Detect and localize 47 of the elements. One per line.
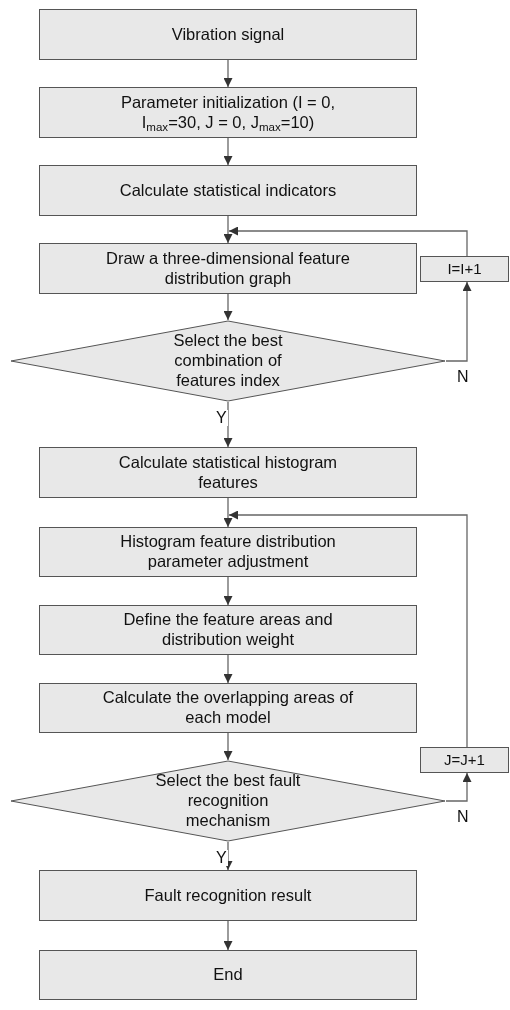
counter-box — [420, 256, 509, 282]
arrow — [223, 497, 233, 528]
process-box — [39, 683, 417, 733]
node-text: Select the best fault recognition mechanism — [154, 771, 302, 831]
process-box — [39, 950, 417, 1000]
process-box — [39, 165, 417, 216]
arrow — [223, 293, 233, 321]
process-box — [39, 87, 417, 138]
arrow — [223, 732, 233, 761]
process-box — [39, 243, 417, 294]
node-text: I=I+1 — [447, 260, 482, 278]
arrow — [445, 772, 472, 802]
decision-diamond — [10, 760, 446, 842]
node-text: Calculate statistical indicators — [119, 180, 337, 201]
node-text: Vibration signal — [171, 24, 285, 45]
arrow — [445, 281, 472, 362]
arrow — [223, 920, 233, 951]
arrow — [223, 215, 233, 244]
node-text: Parameter initialization (I = 0, I$_{max}$=30, J = 0, J$_{max}$=10) — [119, 92, 337, 133]
edge-label: N — [456, 369, 470, 385]
edge-label: Y — [215, 410, 228, 426]
arrow — [223, 841, 233, 871]
process-box — [39, 870, 417, 921]
node-text: J=J+1 — [444, 751, 485, 769]
node-text: Select the best combination of features index — [172, 331, 284, 391]
node-text: Calculate statistical histogram features — [117, 452, 339, 493]
counter-box — [420, 747, 509, 773]
arrow — [228, 226, 468, 257]
process-box — [39, 447, 417, 498]
node-text: Fault recognition result — [144, 885, 312, 906]
node-text: Define the feature areas and distribution weight — [122, 610, 334, 650]
arrow — [223, 654, 233, 684]
process-box — [39, 605, 417, 655]
node-text: Histogram feature distribution parameter adjustment — [119, 532, 337, 572]
node-text: End — [213, 965, 243, 985]
edge-label: Y — [215, 850, 228, 866]
process-box — [39, 527, 417, 577]
arrow — [228, 510, 468, 748]
arrow — [223, 576, 233, 606]
decision-diamond — [10, 320, 446, 402]
arrow — [223, 59, 233, 88]
arrow — [223, 401, 233, 448]
arrow — [223, 137, 233, 166]
node-text: Draw a three-dimensional feature distribution graph — [105, 248, 351, 289]
process-box — [39, 9, 417, 60]
node-text: Calculate the overlapping areas of each model — [101, 688, 355, 728]
edge-label: N — [456, 809, 470, 825]
